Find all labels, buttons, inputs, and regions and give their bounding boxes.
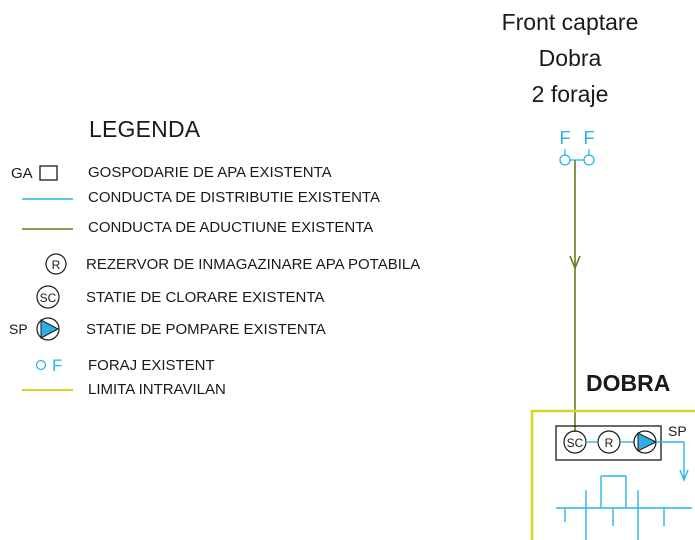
legend-label-conducta-aductiune: CONDUCTA DE ADUCTIUNE EXISTENTA — [88, 219, 374, 236]
legend-chlorination-icon — [36, 285, 60, 309]
pump-outlet-line — [656, 441, 685, 478]
pump-triangle-icon — [40, 319, 60, 339]
legend-label-foraj: FORAJ EXISTENT — [88, 357, 215, 374]
station-chlorination-text: SC — [567, 436, 584, 450]
legend-label-limita-intravilan: LIMITA INTRAVILAN — [88, 381, 226, 398]
legend-pump-text: SP — [9, 321, 28, 337]
legend-reservoir-text: R — [52, 258, 61, 272]
legend-well-text: F — [52, 356, 62, 375]
small-circle-icon — [35, 359, 47, 371]
legend-reservoir-icon — [45, 253, 67, 275]
source-title-line-1: Front captare — [501, 9, 639, 35]
distribution-network — [556, 475, 692, 540]
station-reservoir-text: R — [605, 436, 614, 450]
legend-ga-text: GA — [11, 165, 33, 182]
outlet-arrow-icon — [679, 469, 689, 482]
square-outline-icon — [39, 165, 58, 181]
source-title-line-3: 2 foraje — [531, 81, 609, 107]
legend-label-statie-pompare: STATIE DE POMPARE EXISTENTA — [86, 321, 326, 338]
locality-label: DOBRA — [586, 370, 671, 396]
legend-label-rezervor: REZERVOR DE INMAGAZINARE APA POTABILA — [86, 256, 421, 273]
legend-label-conducta-distributie: CONDUCTA DE DISTRIBUTIE EXISTENTA — [88, 189, 380, 206]
well-2-icon — [583, 154, 595, 166]
legend-label-gospodarie: GOSPODARIE DE APA EXISTENTA — [88, 164, 332, 181]
well-label-1: F — [560, 128, 571, 148]
water-station-box — [555, 425, 662, 461]
intravilan-boundary — [530, 409, 695, 540]
legend-label-statie-clorare: STATIE DE CLORARE EXISTENTA — [86, 289, 325, 306]
station-pump-text: SP — [668, 423, 687, 439]
well-1-icon — [559, 154, 571, 166]
legend-title: LEGENDA — [89, 116, 201, 142]
station-pump-icon — [637, 432, 658, 452]
source-title-line-2: Dobra — [538, 45, 602, 71]
flow-arrow-icon — [569, 255, 581, 271]
legend-chlorination-text: SC — [40, 291, 57, 305]
well-label-2: F — [584, 128, 595, 148]
